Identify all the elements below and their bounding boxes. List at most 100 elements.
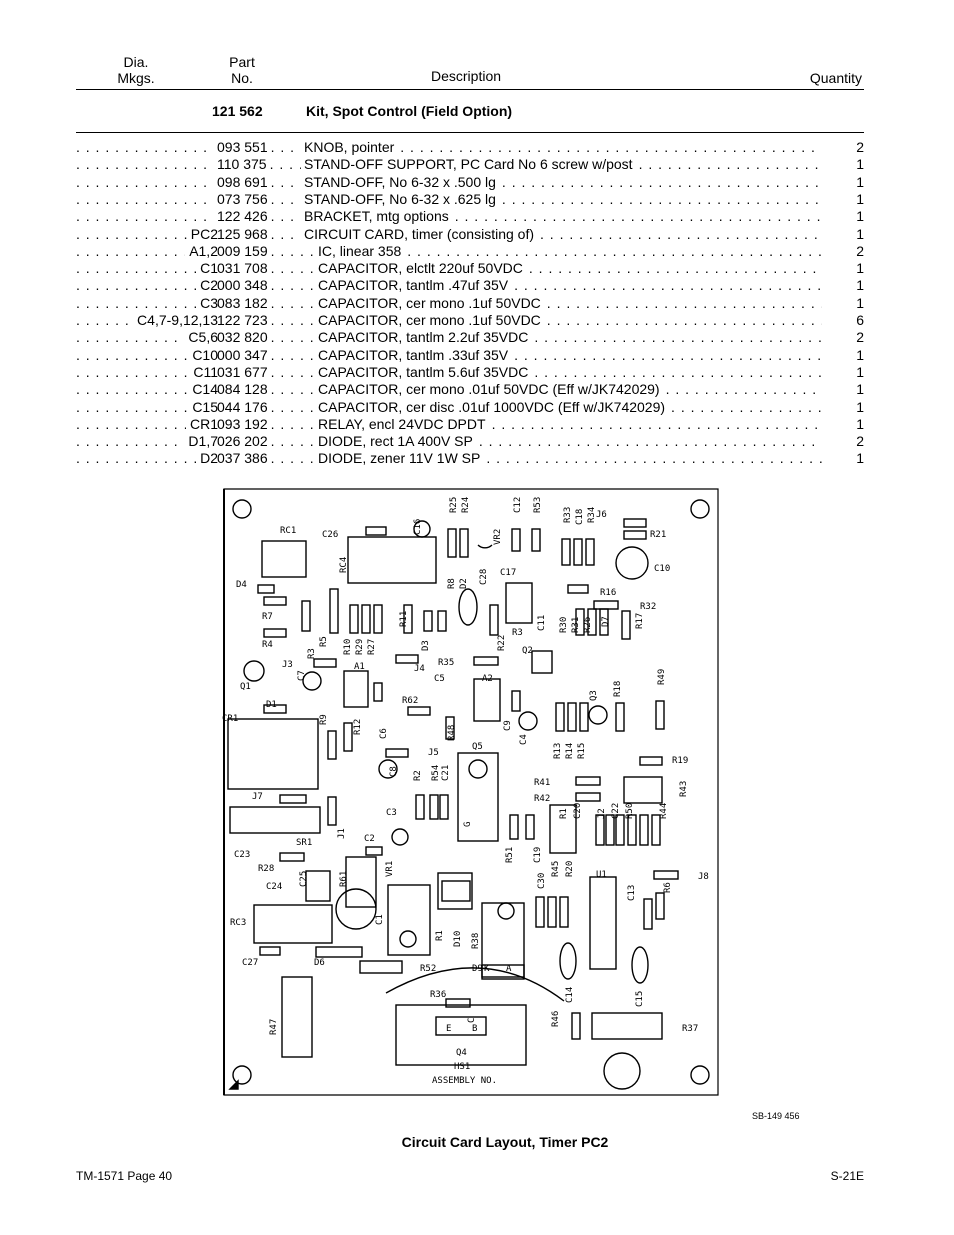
leader-dots: . . . . . . . . . . . . . . . . . . . . … — [76, 208, 208, 225]
label-rc1: RC1 — [280, 526, 296, 536]
leader-dots: . . . . . . . . . . . . . . . . . . . . … — [270, 294, 315, 311]
label-r20: R20 — [565, 861, 575, 877]
leader-dots: . . . . . . . . . . . . . . . . . . . . … — [76, 156, 208, 173]
leader-dots: . . . . . . . . . . . . . . . . . . . . … — [76, 329, 184, 346]
parts-row-description: IC, linear 358 — [318, 242, 402, 259]
leader-dots: . . . . . . . . . . . . . . . . . . . . … — [270, 329, 315, 346]
leader-dots: . . . . . . . . . . . . . . . . . . . . … — [270, 225, 301, 242]
label-c: C — [467, 1018, 477, 1023]
label-j1: J1 — [337, 828, 347, 839]
parts-row-description: CAPACITOR, cer mono .1uf 50VDC — [318, 312, 541, 328]
parts-row-dia: C3 — [200, 294, 218, 311]
mount-hole-bottom-right — [690, 1065, 710, 1085]
label-u1: U1 — [596, 870, 607, 880]
label-r29: R29 — [355, 639, 365, 655]
label-r48: R48 — [447, 725, 457, 741]
label-j4: J4 — [414, 664, 425, 674]
leader-dots: . . . . . . . . . . . . . . . . . . . . … — [478, 433, 822, 450]
parts-row-description: CAPACITOR, tantlm 5.6uf 35VDC — [318, 363, 529, 380]
label-r42: R42 — [534, 794, 550, 804]
parts-row-description: CAPACITOR, cer disc .01uf 1000VDC (Eff w… — [318, 398, 666, 415]
parts-row-description: CIRCUIT CARD, timer (consisting of) — [304, 225, 535, 242]
parts-row-quantity: 1 — [856, 381, 864, 398]
footer-right: S-21E — [830, 1169, 864, 1183]
label-r7: R7 — [262, 612, 273, 622]
parts-row-dia: C4,7-9,12,13 — [137, 312, 218, 328]
leader-dots: . . . . . . . . . . . . . . . . . . . . … — [665, 381, 822, 398]
label-c14: C14 — [565, 987, 575, 1003]
parts-row-quantity: 1 — [856, 260, 864, 277]
mount-hole-bottom-left — [232, 1065, 252, 1085]
leader-dots: . . . . . . . . . . . . . . . . . . . . … — [534, 363, 822, 380]
label-r31: R31 — [571, 617, 581, 633]
label-r51: R51 — [505, 847, 515, 863]
label-r50: R50 — [625, 803, 635, 819]
parts-row-part-no: 084 128 — [217, 381, 268, 398]
label-c6: C6 — [379, 728, 389, 739]
leader-dots: . . . . . . . . . . . . . . . . . . . . … — [546, 312, 822, 328]
label-q5: Q5 — [472, 742, 483, 752]
label-assembly-no: ASSEMBLY NO. — [432, 1076, 497, 1086]
label-r26: R26 — [583, 617, 593, 633]
label-r43: R43 — [679, 781, 689, 797]
label-c12: C12 — [513, 497, 523, 513]
parts-row-part-no: 009 159 — [217, 242, 268, 259]
label-r10: R10 — [343, 639, 353, 655]
parts-row-quantity: 1 — [856, 190, 864, 207]
parts-row-dia: D2 — [200, 450, 218, 467]
parts-row-part-no: 093 192 — [217, 415, 268, 432]
parts-row-description: CAPACITOR, cer mono .1uf 50VDC — [318, 294, 541, 311]
label-d2: D2 — [459, 578, 469, 589]
label-sr1: SR1 — [296, 838, 312, 848]
parts-row-description: STAND-OFF SUPPORT, PC Card No 6 screw w/… — [304, 156, 633, 173]
leader-dots: . . . . . . . . . . . . . . . . . . . . … — [76, 363, 189, 380]
leader-dots: . . . . . . . . . . . . . . . . . . . . … — [76, 398, 189, 415]
label-c30: C30 — [537, 873, 547, 889]
label-vr2: VR2 — [493, 529, 503, 545]
parts-row-description: BRACKET, mtg options — [304, 208, 449, 225]
label-r45: R45 — [551, 861, 561, 877]
label-c23: C23 — [234, 850, 250, 860]
label-r27: R27 — [367, 639, 377, 655]
label-r37: R37 — [682, 1024, 698, 1034]
label-q1: Q1 — [240, 682, 251, 692]
leader-dots: . . . . . . . . . . . . . . . . . . . . … — [76, 415, 186, 432]
parts-row-quantity: 2 — [856, 242, 864, 259]
parts-row-quantity: 1 — [856, 363, 864, 380]
parts-row-description: STAND-OFF, No 6-32 x .500 lg — [304, 173, 496, 190]
label-c13: C13 — [627, 885, 637, 901]
label-c9: C9 — [503, 720, 513, 731]
parts-row-quantity: 1 — [856, 346, 864, 363]
label-q3: Q3 — [589, 690, 599, 701]
label-r16: R16 — [600, 588, 616, 598]
leader-dots: . . . . . . . . . . . . . . . . . . . . … — [407, 242, 822, 259]
col-header-dia: Dia. Mkgs. — [106, 54, 166, 86]
label-c28: C28 — [479, 569, 489, 585]
label-c8: C8 — [389, 766, 399, 777]
parts-row-quantity: 1 — [856, 225, 864, 242]
label-a: A — [506, 964, 512, 974]
label-d7: D7 — [601, 616, 611, 627]
label-r14: R14 — [565, 743, 575, 759]
label-r1: R1 — [435, 930, 445, 941]
parts-row-part-no: 093 551 — [217, 139, 268, 155]
parts-row-description: CAPACITOR, cer mono .01uf 50VDC (Eff w/J… — [318, 381, 660, 398]
label-c16: C16 — [413, 519, 423, 535]
parts-row-quantity: 2 — [856, 433, 864, 450]
leader-dots: . . . . . . . . . . . . . . . . . . . . … — [671, 398, 822, 415]
leader-dots: . . . . . . . . . . . . . . . . . . . . … — [270, 415, 315, 432]
parts-row-description: KNOB, pointer — [304, 139, 395, 155]
label-c19: C19 — [533, 847, 543, 863]
parts-row-description: STAND-OFF, No 6-32 x .625 lg — [304, 190, 496, 207]
parts-row-part-no: 000 348 — [217, 277, 268, 294]
parts-row-part-no: 073 756 — [217, 190, 268, 207]
leader-dots: . . . . . . . . . . . . . . . . . . . . … — [76, 294, 196, 311]
leader-dots: . . . . . . . . . . . . . . . . . . . . … — [76, 450, 196, 467]
label-c22: C22 — [611, 803, 621, 819]
parts-row-description: CAPACITOR, tantlm .33uf 35V — [318, 346, 509, 363]
